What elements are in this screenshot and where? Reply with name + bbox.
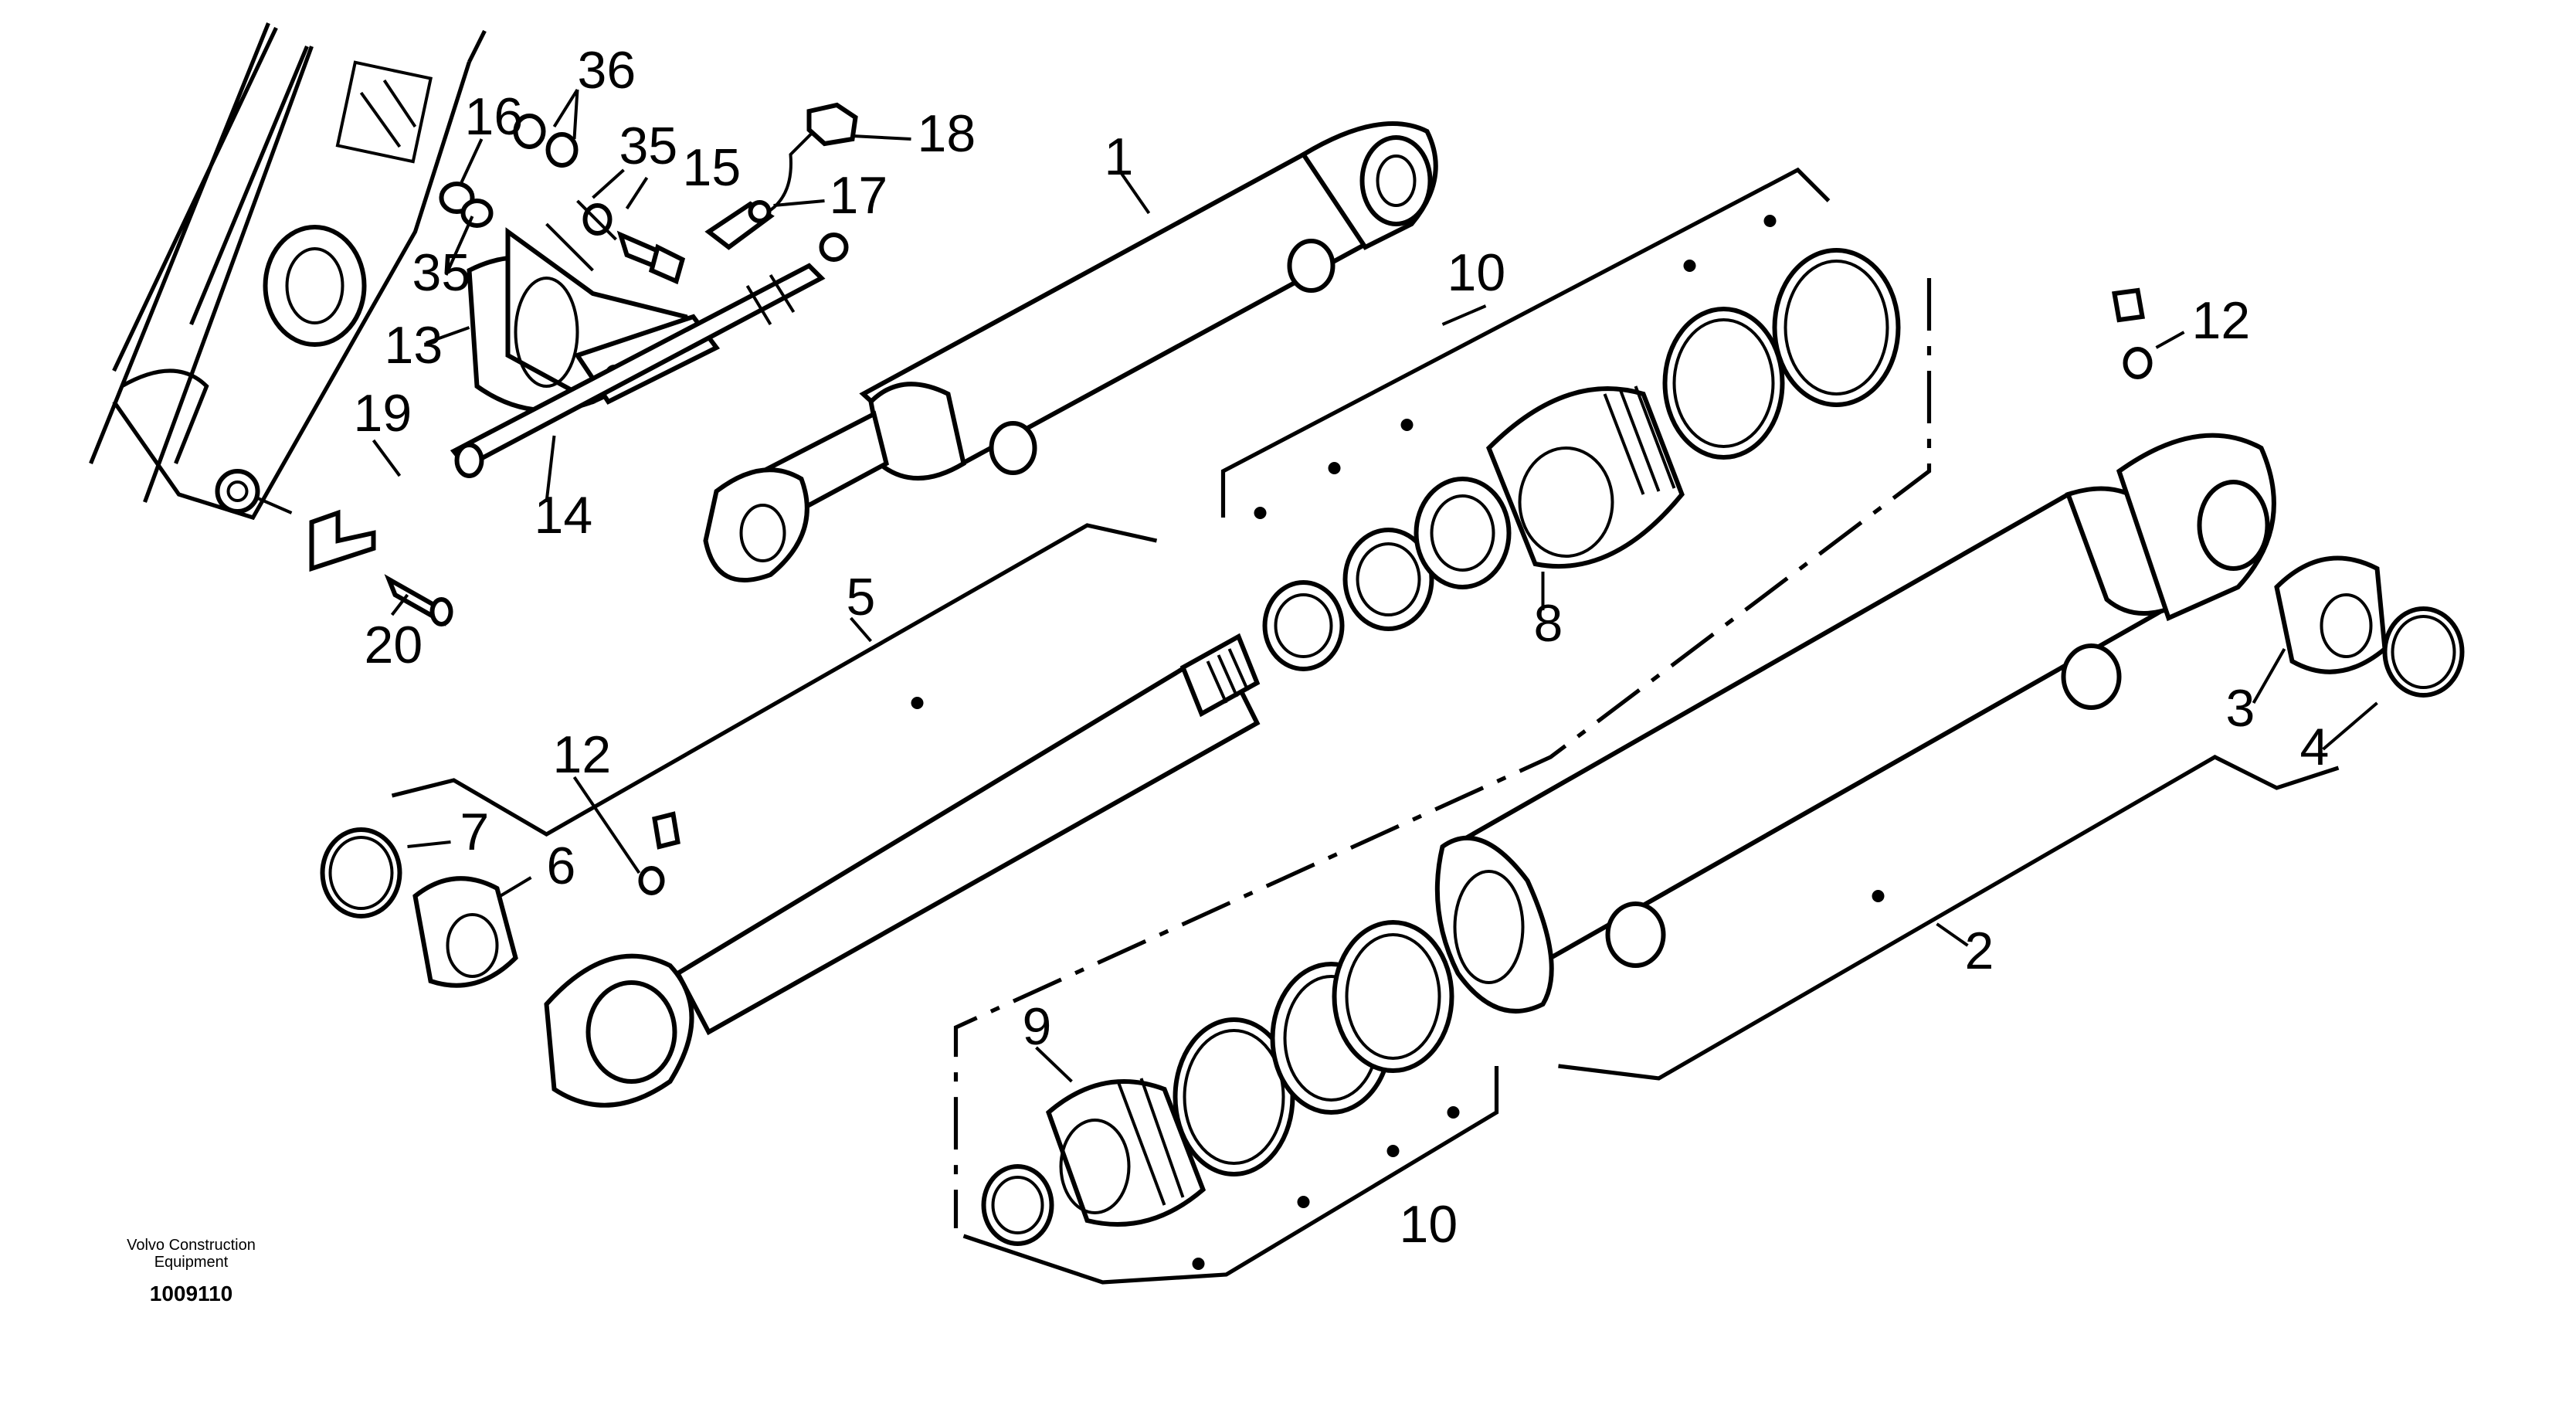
brand-line-1: Volvo Construction [127, 1237, 256, 1254]
callout-5: 5 [847, 568, 876, 626]
cylinder-assembled [703, 121, 1438, 582]
leader-lines [372, 88, 2378, 1083]
cylinder-tube [1434, 287, 2276, 1013]
callout-16: 16 [465, 87, 524, 146]
footer: Volvo Construction Equipment 1009110 [127, 1237, 256, 1305]
callout-15: 15 [683, 138, 742, 197]
machine-frame [89, 22, 487, 521]
callout-14: 14 [535, 486, 593, 545]
callout-9: 9 [1023, 997, 1052, 1056]
callout-20: 20 [365, 616, 423, 674]
callout-8: 8 [1534, 594, 1563, 653]
callout-18: 18 [918, 104, 976, 163]
drawing-number: 1009110 [150, 1282, 232, 1305]
callout-2: 2 [1965, 922, 1994, 980]
callout-labels: 1 2 3 4 5 6 7 8 9 10 10 12 12 13 14 15 1… [354, 41, 2330, 1254]
callout-6: 6 [547, 837, 576, 895]
brand-line-2: Equipment [154, 1254, 229, 1271]
callout-3: 3 [2226, 679, 2255, 738]
callout-12-right: 12 [2192, 291, 2251, 350]
kit-outlines [391, 167, 2340, 1285]
callout-35-lower: 35 [412, 243, 471, 302]
seal-kit-upper [1262, 248, 1901, 671]
callout-10-lower: 10 [1400, 1195, 1458, 1254]
callout-1: 1 [1105, 127, 1134, 186]
bushings-and-rings [320, 555, 2465, 988]
callout-7: 7 [460, 803, 490, 861]
callout-10-upper: 10 [1448, 243, 1506, 302]
callout-36: 36 [578, 41, 636, 100]
seal-kit-lower [981, 920, 1454, 1246]
sensor-bracket-assembly [309, 102, 858, 626]
callout-13: 13 [385, 316, 443, 375]
callout-4: 4 [2300, 718, 2330, 776]
callout-19: 19 [354, 384, 412, 443]
piston-rod [544, 633, 1261, 1108]
callout-12-left: 12 [553, 725, 612, 784]
kit-member-dots [911, 215, 1885, 1270]
callout-17: 17 [830, 166, 888, 225]
callout-35-upper: 35 [619, 117, 678, 175]
